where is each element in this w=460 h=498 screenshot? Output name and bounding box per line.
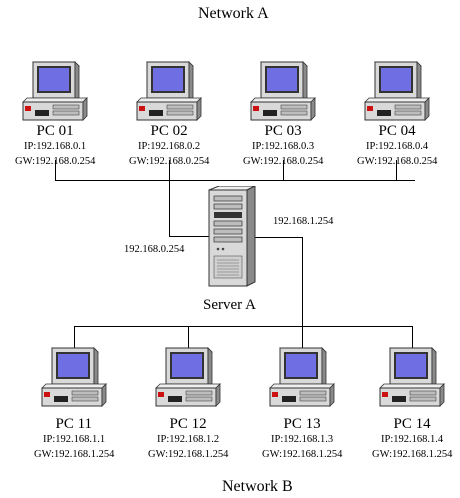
pc-01[interactable]: [21, 60, 89, 124]
network-a-title: Network A: [198, 5, 269, 22]
computer-icon: [379, 347, 445, 407]
pc-ip-address: IP:192.168.1.2: [157, 434, 220, 445]
pc-ip-address: IP:192.168.0.3: [252, 141, 315, 152]
computer-icon: [364, 61, 430, 121]
server-label: Server A: [203, 297, 256, 313]
pc-03[interactable]: [249, 60, 317, 124]
pc-04[interactable]: [363, 60, 431, 124]
pc-gateway-address: GW:192.168.1.254: [262, 449, 343, 460]
pc-gateway-address: GW:192.168.1.254: [372, 449, 453, 460]
server-ip-network-b: 192.168.1.254: [273, 216, 334, 227]
pc-gateway-address: GW:192.168.0.254: [357, 156, 438, 167]
computer-icon: [136, 61, 202, 121]
server-ip-network-a: 192.168.0.254: [124, 244, 185, 255]
pc-14[interactable]: [378, 346, 446, 410]
pc-02[interactable]: [135, 60, 203, 124]
pc-13[interactable]: [268, 346, 336, 410]
computer-icon: [269, 347, 335, 407]
computer-icon: [155, 347, 221, 407]
pc-12[interactable]: [154, 346, 222, 410]
pc-ip-address: IP:192.168.1.4: [381, 434, 444, 445]
pc-gateway-address: GW:192.168.0.254: [129, 156, 210, 167]
pc-ip-address: IP:192.168.0.1: [24, 141, 87, 152]
pc-name-label: PC 14: [393, 416, 431, 432]
link-server-network-a: [169, 181, 209, 237]
pc-name-label: PC 12: [169, 416, 207, 432]
pc-ip-address: IP:192.168.0.4: [366, 141, 429, 152]
link-server-network-b: [250, 237, 303, 327]
computer-icon: [22, 61, 88, 121]
pc-gateway-address: GW:192.168.1.254: [34, 449, 115, 460]
pc-gateway-address: GW:192.168.0.254: [243, 156, 324, 167]
pc-ip-address: IP:192.168.0.2: [138, 141, 201, 152]
pc-gateway-address: GW:192.168.0.254: [15, 156, 96, 167]
pc-ip-address: IP:192.168.1.3: [271, 434, 334, 445]
computer-icon: [41, 347, 107, 407]
server-icon: [208, 186, 256, 287]
pc-ip-address: IP:192.168.1.1: [43, 434, 106, 445]
pc-11[interactable]: [40, 346, 108, 410]
pc-name-label: PC 02: [150, 123, 188, 139]
pc-name-label: PC 04: [378, 123, 416, 139]
pc-name-label: PC 01: [36, 123, 74, 139]
server-a[interactable]: [205, 186, 257, 290]
pc-name-label: PC 03: [264, 123, 302, 139]
pc-gateway-address: GW:192.168.1.254: [148, 449, 229, 460]
computer-icon: [250, 61, 316, 121]
pc-name-label: PC 13: [283, 416, 321, 432]
pc-name-label: PC 11: [55, 416, 93, 432]
network-b-title: Network B: [222, 478, 293, 495]
